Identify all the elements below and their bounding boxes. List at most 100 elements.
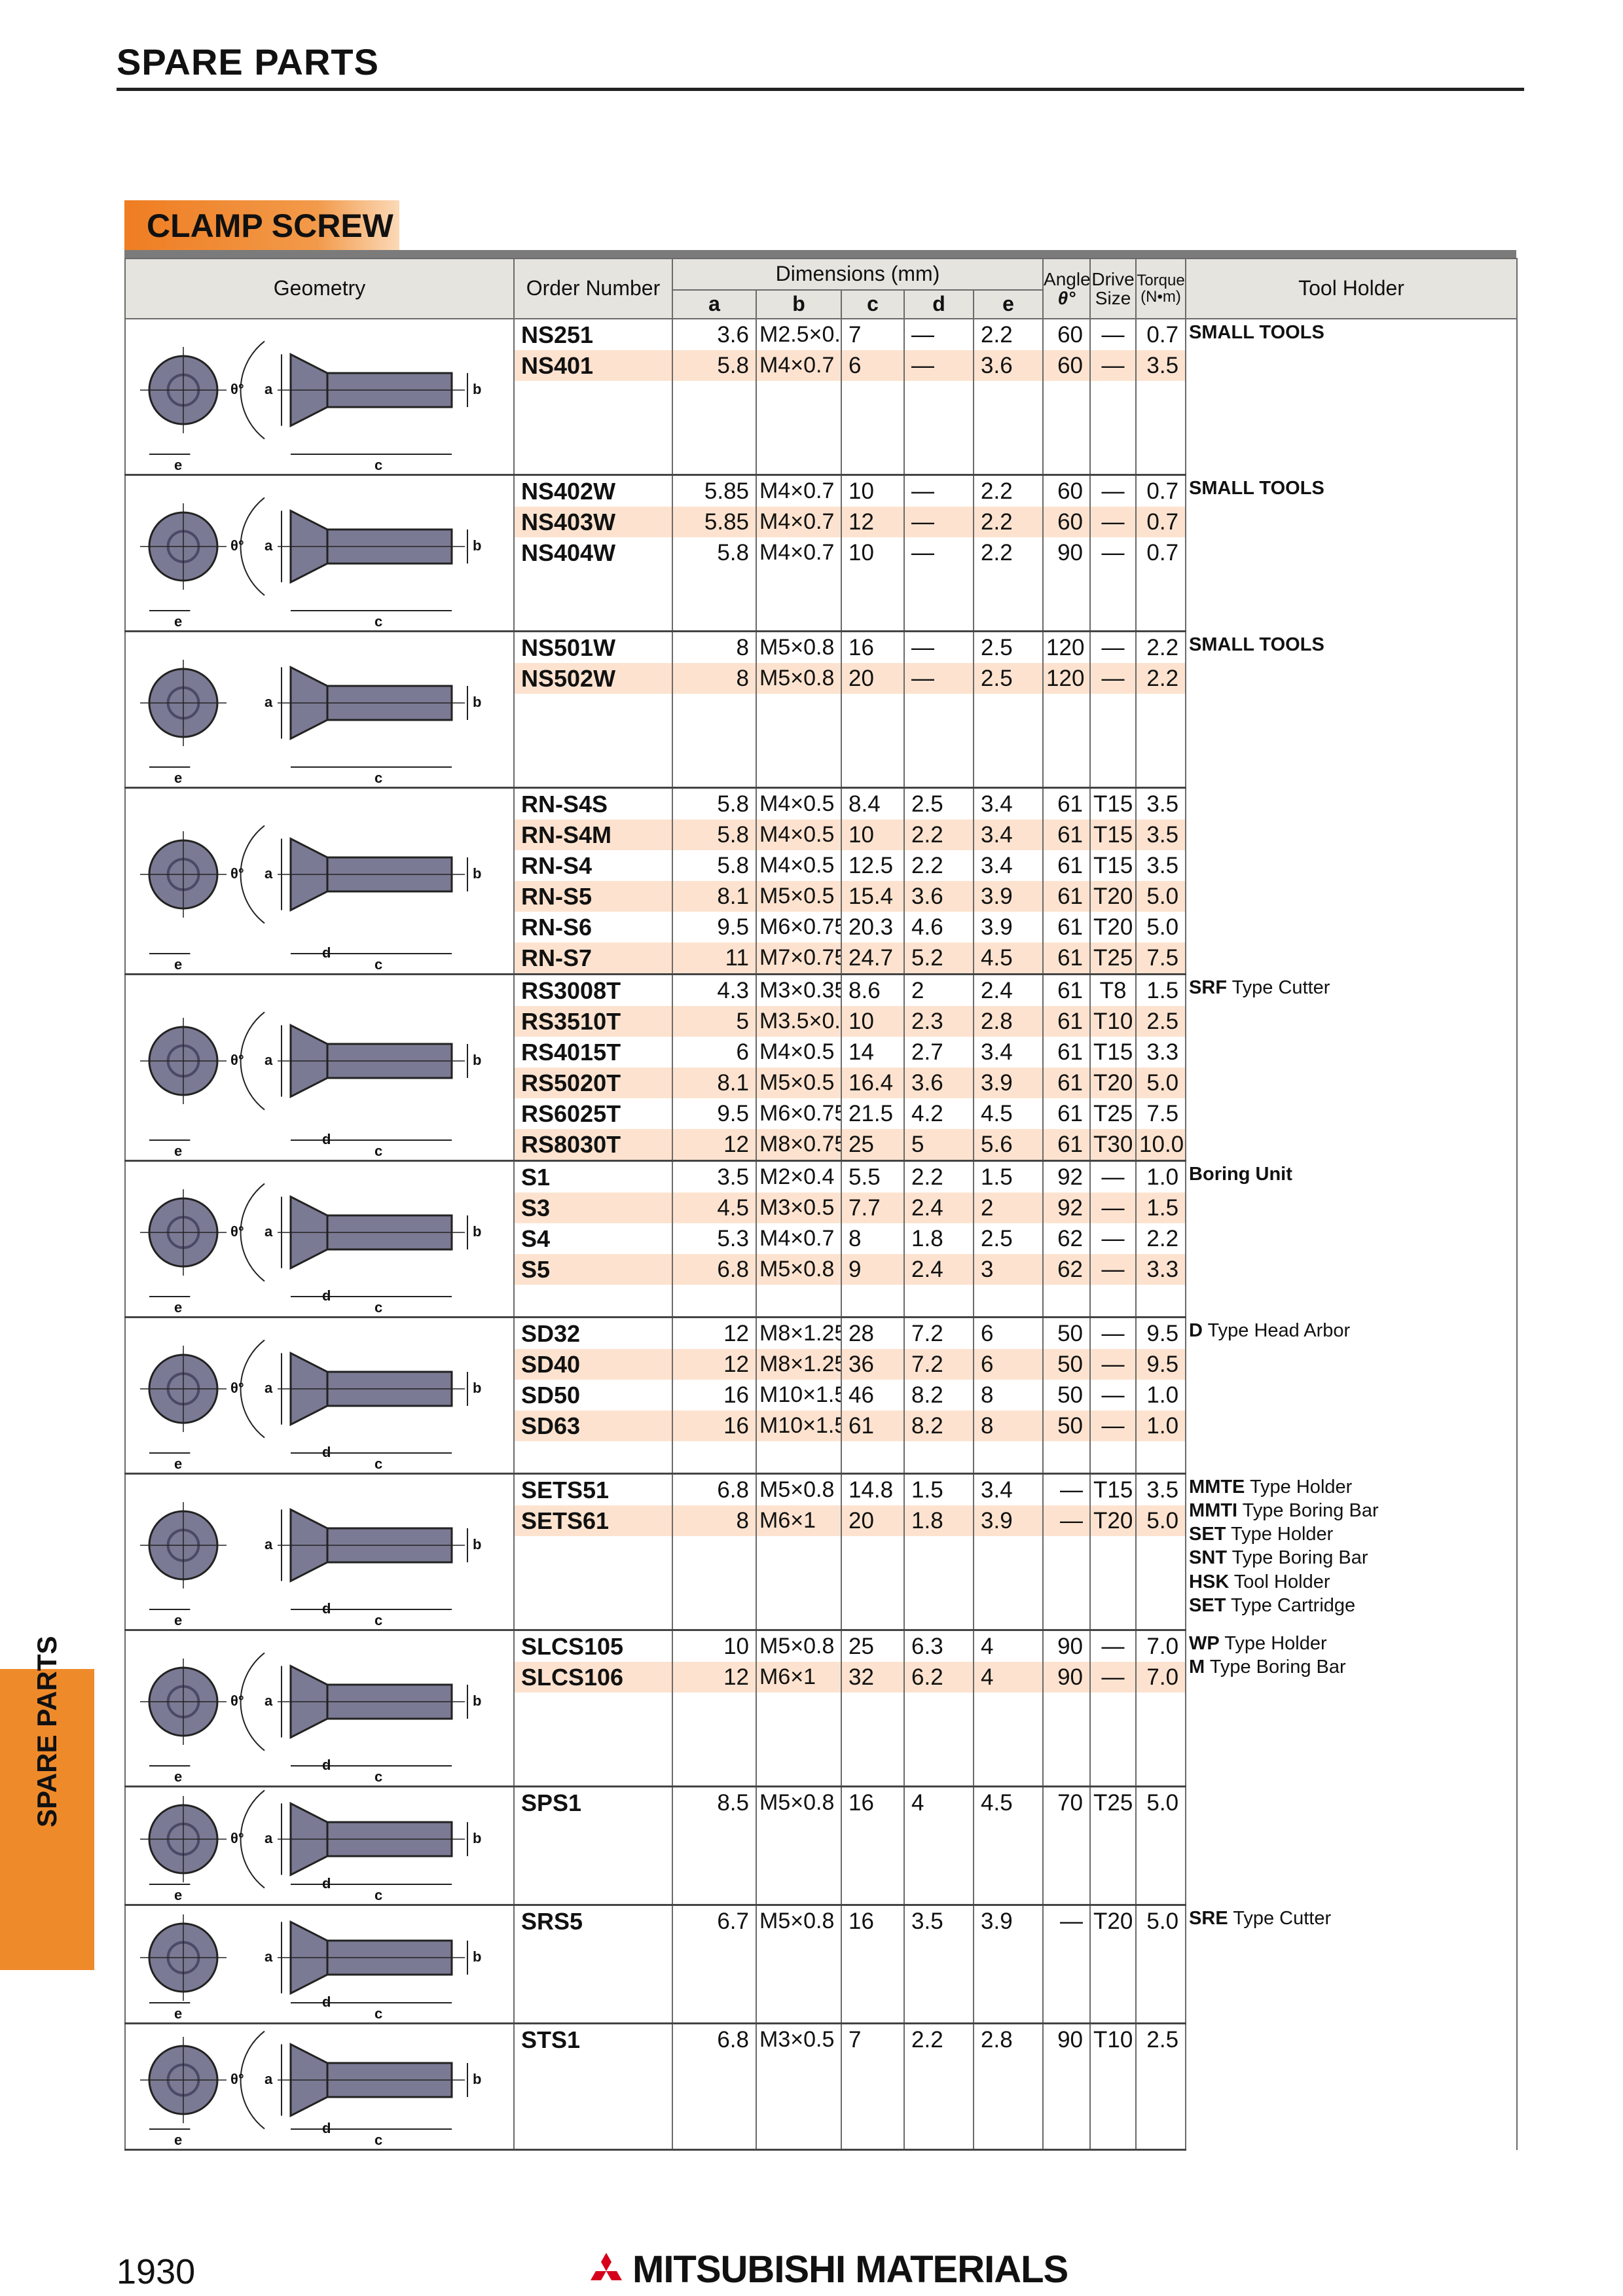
drive-size: — bbox=[1089, 1223, 1137, 1254]
dim-e: 6 bbox=[972, 1317, 1044, 1349]
order-number: RN-S4M bbox=[513, 819, 673, 850]
geometry-label-a: a bbox=[264, 1536, 273, 1552]
dim-c: 16 bbox=[841, 1905, 905, 1937]
tool-holder-type: M bbox=[1189, 1656, 1205, 1677]
header-torque: Torque (N•m) bbox=[1135, 258, 1187, 319]
order-number: S5 bbox=[513, 1254, 673, 1285]
tool-holder-desc: Type Cutter bbox=[1227, 977, 1330, 998]
geometry-label-e: e bbox=[174, 956, 183, 973]
dim-c: 10 bbox=[841, 475, 905, 507]
dim-a: 12 bbox=[672, 1349, 757, 1380]
geometry-label-a: a bbox=[264, 694, 273, 710]
tool-holder bbox=[1185, 787, 1518, 975]
spacer-cell bbox=[1089, 1441, 1137, 1475]
tool-holder: SRF Type Cutter bbox=[1185, 974, 1518, 1161]
header-a: a bbox=[672, 289, 757, 319]
angle-theta: 61 bbox=[1042, 1129, 1091, 1162]
dim-a: 8.1 bbox=[672, 1067, 757, 1098]
torque: 3.5 bbox=[1135, 787, 1187, 819]
geometry-label-d: d bbox=[322, 1131, 331, 1147]
geometry-drawing: e a b c d θ° bbox=[124, 1317, 515, 1475]
dim-d: 3.6 bbox=[903, 1067, 974, 1098]
torque: 2.2 bbox=[1135, 631, 1187, 663]
angle-theta: 50 bbox=[1042, 1317, 1091, 1349]
dim-d: 6.3 bbox=[903, 1630, 974, 1662]
dim-b: M5×0.8 bbox=[756, 1786, 842, 1818]
spacer-cell bbox=[903, 568, 974, 632]
angle-theta: 61 bbox=[1042, 1098, 1091, 1129]
drive-size: — bbox=[1089, 475, 1137, 507]
angle-theta: 90 bbox=[1042, 537, 1091, 568]
drive-size: T15 bbox=[1089, 1037, 1137, 1067]
dim-c: 10 bbox=[841, 537, 905, 568]
spacer-cell bbox=[513, 568, 673, 632]
table-row-spacer bbox=[125, 568, 1517, 632]
dim-e: 3.4 bbox=[972, 1473, 1044, 1505]
order-number: S1 bbox=[513, 1160, 673, 1193]
dim-d: — bbox=[903, 507, 974, 537]
geometry-drawing: e a b c d θ° bbox=[124, 2023, 515, 2151]
tool-holder-line: SMALL TOOLS bbox=[1189, 321, 1514, 344]
dim-e: 4 bbox=[972, 1662, 1044, 1693]
dim-d: 2.4 bbox=[903, 1254, 974, 1285]
torque: 3.5 bbox=[1135, 350, 1187, 381]
geometry-label-c: c bbox=[374, 1887, 383, 1903]
tool-holder bbox=[1185, 1786, 1518, 1905]
page-number: 1930 bbox=[117, 2252, 196, 2291]
geometry-label-theta: θ° bbox=[230, 2071, 244, 2087]
geometry-label-e: e bbox=[174, 2132, 183, 2148]
dim-a: 12 bbox=[672, 1317, 757, 1349]
geometry-label-e: e bbox=[174, 1768, 183, 1785]
angle-theta: 50 bbox=[1042, 1349, 1091, 1380]
drive-size: — bbox=[1089, 1380, 1137, 1410]
angle-theta: 50 bbox=[1042, 1410, 1091, 1441]
dim-c: 16.4 bbox=[841, 1067, 905, 1098]
table-row-spacer bbox=[125, 1937, 1517, 2024]
dim-a: 5.8 bbox=[672, 819, 757, 850]
geometry-drawing: e a b c bbox=[124, 631, 515, 789]
dim-e: 3.9 bbox=[972, 1067, 1044, 1098]
tool-holder-desc: Type Cartridge bbox=[1226, 1594, 1356, 1616]
torque: 9.5 bbox=[1135, 1349, 1187, 1380]
dim-c: 6 bbox=[841, 350, 905, 381]
tool-holder-type: WP bbox=[1189, 1632, 1220, 1654]
dim-d: 2.7 bbox=[903, 1037, 974, 1067]
spacer-cell bbox=[841, 1693, 905, 1787]
drive-size: — bbox=[1089, 537, 1137, 568]
dim-a: 16 bbox=[672, 1380, 757, 1410]
torque: 1.0 bbox=[1135, 1160, 1187, 1193]
geometry-label-a: a bbox=[264, 1693, 273, 1709]
spacer-cell bbox=[903, 1441, 974, 1475]
spacer-cell bbox=[1042, 2055, 1091, 2151]
dim-a: 10 bbox=[672, 1630, 757, 1662]
dim-c: 7 bbox=[841, 319, 905, 350]
torque: 0.7 bbox=[1135, 537, 1187, 568]
geometry-label-a: a bbox=[264, 865, 273, 882]
tool-holder-desc: Type Cutter bbox=[1228, 1907, 1332, 1929]
tool-holder-type: MMTI bbox=[1189, 1499, 1238, 1521]
torque: 5.0 bbox=[1135, 881, 1187, 912]
spacer-cell bbox=[903, 1937, 974, 2024]
tool-holder-type: SRE bbox=[1189, 1907, 1228, 1929]
tool-holder-type: Boring Unit bbox=[1189, 1163, 1292, 1185]
spacer-cell bbox=[756, 1536, 842, 1631]
dim-e: 3.4 bbox=[972, 787, 1044, 819]
header-torque-unit: (N•m) bbox=[1140, 288, 1181, 306]
spacer-cell bbox=[672, 694, 757, 789]
geometry-drawing: e a b c d θ° bbox=[124, 787, 515, 975]
geometry-label-a: a bbox=[264, 381, 273, 397]
drive-size: — bbox=[1089, 507, 1137, 537]
header-e: e bbox=[972, 289, 1044, 319]
drive-size: — bbox=[1089, 1630, 1137, 1662]
dim-a: 5.85 bbox=[672, 507, 757, 537]
tool-holder-line: SET Type Cartridge bbox=[1189, 1594, 1514, 1617]
spacer-cell bbox=[672, 1818, 757, 1906]
